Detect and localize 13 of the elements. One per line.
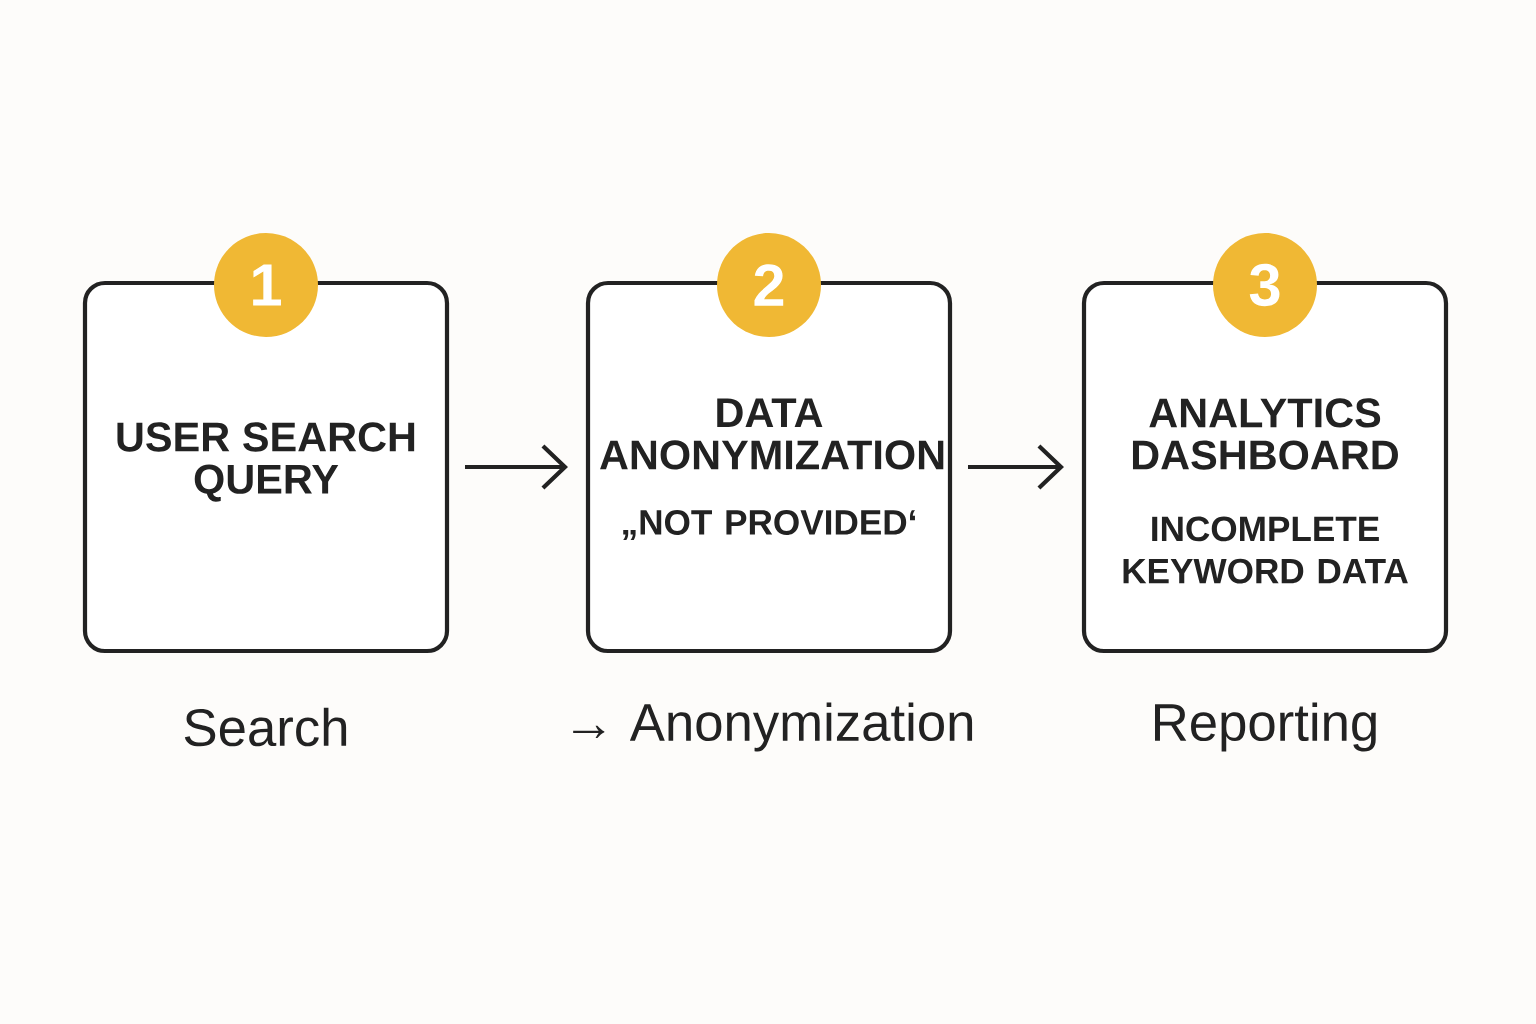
step-badge: 1: [214, 233, 318, 337]
step-caption: Search: [184, 707, 347, 747]
box-title: DATA ANONYMIZATION: [600, 398, 944, 470]
box-subtitle: „NOT PROVIDED‘: [623, 510, 915, 540]
box-subtitle: INCOMPLETE KEYWORD DATA: [1123, 516, 1408, 584]
box-title: ANALYTICS DASHBOARD: [1133, 398, 1398, 470]
arrow: [465, 444, 568, 490]
box-title: USER SEARCH QUERY: [117, 422, 415, 502]
step-caption: Reporting: [1155, 702, 1376, 752]
arrow: [968, 444, 1064, 490]
step-badge: 3: [1213, 233, 1317, 337]
step-caption: → Anonymization: [573, 702, 973, 752]
step-badge: 2: [717, 233, 821, 337]
